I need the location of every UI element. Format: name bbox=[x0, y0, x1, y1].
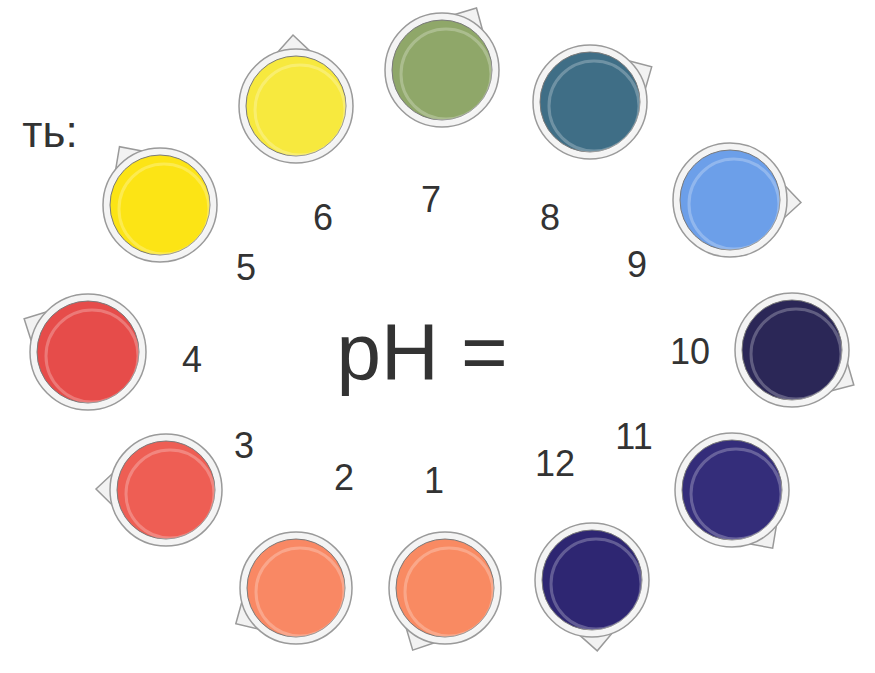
glass-shine bbox=[551, 539, 641, 629]
beaker-rim bbox=[240, 532, 352, 644]
beaker-rim bbox=[735, 293, 849, 407]
ph-number: 7 bbox=[421, 182, 441, 218]
ph-number: 6 bbox=[313, 200, 333, 236]
beaker-rim bbox=[385, 13, 499, 127]
beaker bbox=[675, 433, 789, 548]
beaker-rim bbox=[239, 49, 353, 163]
ph-number: 12 bbox=[535, 446, 575, 482]
beaker-rim bbox=[103, 148, 217, 262]
beaker bbox=[103, 147, 217, 262]
beaker-rim bbox=[673, 143, 787, 257]
center-label: pH = bbox=[336, 312, 507, 392]
liquid bbox=[117, 441, 215, 539]
glass-shine bbox=[255, 65, 345, 155]
liquid bbox=[37, 301, 139, 403]
liquid bbox=[540, 52, 640, 152]
beaker bbox=[389, 532, 501, 650]
glass-shine bbox=[119, 164, 209, 254]
beaker bbox=[239, 35, 353, 163]
liquid bbox=[680, 150, 780, 250]
beaker-rim bbox=[30, 294, 146, 410]
liquid bbox=[247, 539, 345, 637]
ph-number: 11 bbox=[615, 419, 652, 455]
glass-shine bbox=[549, 61, 639, 151]
liquid bbox=[392, 20, 492, 120]
glass-shine bbox=[405, 548, 493, 636]
beaker bbox=[24, 294, 146, 410]
ph-number: 3 bbox=[234, 428, 254, 464]
glass-shine bbox=[401, 29, 491, 119]
ph-number: 5 bbox=[236, 250, 256, 286]
glass-shine bbox=[689, 159, 779, 249]
ph-number: 2 bbox=[334, 460, 354, 496]
glass-shine bbox=[751, 309, 841, 399]
glass-shine bbox=[46, 310, 138, 402]
liquid bbox=[682, 440, 782, 540]
liquid bbox=[110, 155, 210, 255]
beaker bbox=[385, 8, 499, 127]
beaker-rim bbox=[110, 434, 222, 546]
beaker bbox=[236, 532, 352, 644]
beaker-rim bbox=[535, 523, 649, 637]
liquid bbox=[742, 300, 842, 400]
liquid bbox=[396, 539, 494, 637]
beaker bbox=[533, 45, 652, 159]
ph-number: 1 bbox=[424, 463, 444, 499]
beaker bbox=[735, 293, 854, 407]
liquid bbox=[246, 56, 346, 156]
beaker-rim bbox=[533, 45, 647, 159]
beaker bbox=[96, 434, 222, 546]
ph-number: 4 bbox=[182, 342, 202, 378]
ph-number: 8 bbox=[540, 200, 560, 236]
beaker-rim bbox=[389, 532, 501, 644]
ph-number: 10 bbox=[670, 334, 710, 370]
beaker bbox=[673, 143, 801, 257]
ph-number: 9 bbox=[627, 247, 647, 283]
beaker bbox=[535, 523, 649, 651]
glass-shine bbox=[691, 449, 781, 539]
cut-heading-text: ть: bbox=[22, 110, 77, 154]
glass-shine bbox=[126, 450, 214, 538]
beaker-rim bbox=[675, 433, 789, 547]
glass-shine bbox=[256, 548, 344, 636]
liquid bbox=[542, 530, 642, 630]
